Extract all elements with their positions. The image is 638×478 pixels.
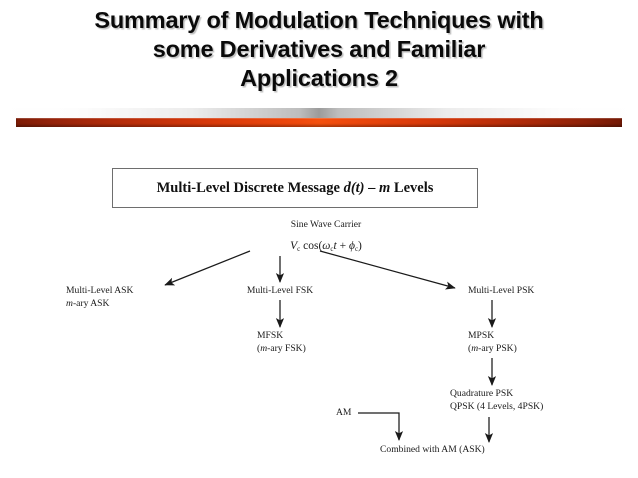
- carrier-formula-t: t: [333, 240, 337, 252]
- carrier-formula: Vc cos(ωct + ϕc): [246, 240, 406, 256]
- carrier-formula-omega: ω: [322, 240, 331, 252]
- node-combined-with-am: Combined with AM (ASK): [380, 444, 485, 455]
- connector-carrier-to-psk: [319, 250, 456, 290]
- page-title: Summary of Modulation Techniques with so…: [94, 7, 544, 91]
- message-box-prefix: Multi-Level Discrete Message: [156, 179, 344, 196]
- node-am: AM: [336, 407, 352, 418]
- carrier-title: Sine Wave Carrier: [290, 219, 362, 230]
- message-box-symbol-d: d(t): [343, 179, 365, 196]
- node-mfsk-line1: MFSK: [257, 330, 284, 341]
- node-mpsk-line2-rest: -ary PSK): [478, 342, 517, 354]
- node-ask-line1: Multi-Level ASK: [66, 285, 134, 296]
- node-ask-line2-symbol: m: [66, 297, 73, 309]
- carrier-formula-close: ): [358, 240, 362, 252]
- message-box-suffix: Levels: [390, 179, 434, 196]
- message-box-middle: –: [364, 179, 380, 196]
- carrier-formula-v-sub: c: [297, 245, 301, 253]
- node-mpsk-line1: MPSK: [468, 330, 495, 341]
- node-mpsk-line2-open: (: [468, 342, 472, 354]
- node-mfsk-line2-open: (: [257, 342, 261, 354]
- connector-carrier-to-ask: [164, 250, 251, 286]
- node-ask-line2-rest: -ary ASK: [72, 297, 110, 309]
- carrier-formula-cos: cos(: [300, 240, 323, 252]
- carrier-formula-v: V: [290, 240, 298, 252]
- divider-glow-band: [0, 108, 638, 118]
- divider-accent-bar: [16, 118, 622, 127]
- carrier-formula-plus: +: [336, 240, 349, 252]
- node-multi-level-psk: Multi-Level PSK: [468, 285, 535, 296]
- node-qpsk-line2: QPSK (4 Levels, 4PSK): [450, 400, 544, 412]
- message-box-label: Multi-Level Discrete Message d(t) – m Le…: [157, 180, 434, 197]
- node-mpsk: MPSK(m-ary PSK): [468, 330, 608, 355]
- node-mfsk-line2-symbol: m: [260, 342, 268, 354]
- title-divider: [0, 108, 638, 134]
- node-mfsk-line2-rest: -ary FSK): [267, 342, 306, 354]
- node-mfsk: MFSK(m-ary FSK): [257, 330, 387, 355]
- node-qpsk-line1: Quadrature PSK: [450, 388, 514, 399]
- message-box-symbol-m: m: [379, 179, 391, 196]
- message-box: Multi-Level Discrete Message d(t) – m Le…: [112, 168, 478, 208]
- node-mpsk-line2-symbol: m: [471, 342, 479, 354]
- carrier-formula-omega-sub: c: [330, 245, 334, 253]
- node-multi-level-fsk: Multi-Level FSK: [246, 285, 314, 296]
- carrier-formula-phi-sub: c: [354, 245, 359, 253]
- carrier-formula-phi: ϕ: [348, 240, 355, 252]
